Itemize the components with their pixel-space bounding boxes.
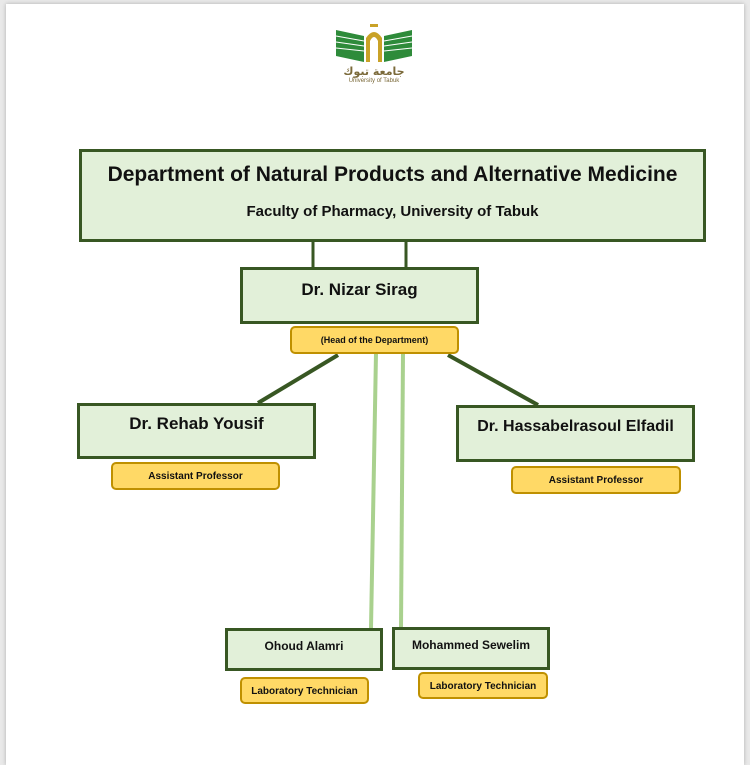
staff-left-role-badge: Assistant Professor xyxy=(111,462,280,490)
staff-left-name: Dr. Rehab Yousif xyxy=(129,414,264,433)
logo-arabic-name: جامعة تبوك xyxy=(343,65,405,78)
tech-1-role-badge: Laboratory Technician xyxy=(240,677,369,704)
head-name: Dr. Nizar Sirag xyxy=(301,280,418,299)
staff-right-box: Dr. Hassabelrasoul Elfadil xyxy=(456,405,695,462)
tech-2-role-badge: Laboratory Technician xyxy=(418,672,548,699)
head-to-left-connector xyxy=(256,353,340,405)
tech-1-name: Ohoud Alamri xyxy=(264,639,344,653)
university-emblem-icon xyxy=(335,24,413,62)
staff-right-role-badge: Assistant Professor xyxy=(511,466,681,494)
head-to-right-connector xyxy=(447,353,539,407)
university-logo: جامعة تبوك University of Tabuk xyxy=(326,22,422,88)
department-box: Department of Natural Products and Alter… xyxy=(79,149,706,242)
staff-left-box: Dr. Rehab Yousif xyxy=(77,403,316,459)
tech-1-box: Ohoud Alamri xyxy=(225,628,383,671)
head-to-tech2-connector xyxy=(399,352,405,629)
staff-right-name: Dr. Hassabelrasoul Elfadil xyxy=(477,418,674,435)
head-name-box: Dr. Nizar Sirag xyxy=(240,267,479,324)
department-title: Department of Natural Products and Alter… xyxy=(107,163,678,186)
head-role-badge: (Head of the Department) xyxy=(290,326,459,354)
department-subtitle: Faculty of Pharmacy, University of Tabuk xyxy=(246,203,539,220)
tech-2-name: Mohammed Sewelim xyxy=(411,638,531,652)
tech-2-box: Mohammed Sewelim xyxy=(392,627,550,670)
logo-english-name: University of Tabuk xyxy=(348,78,400,84)
head-to-tech1-connector xyxy=(369,352,378,629)
